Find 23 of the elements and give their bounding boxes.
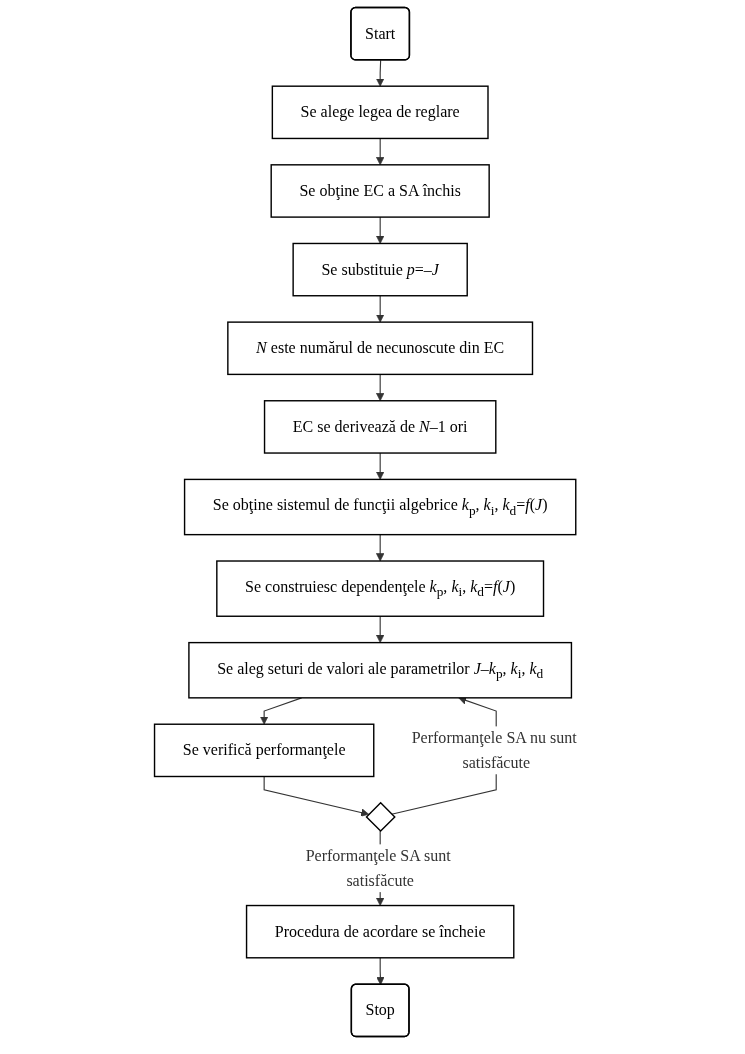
- arrow: [376, 957, 385, 985]
- node-box: N este numărul de necunoscute din EC: [227, 321, 534, 376]
- arrow: [376, 59, 385, 87]
- arrow: [376, 295, 385, 323]
- edge-label: Performanţele SA nu sunt satisfăcute: [411, 729, 577, 772]
- arrow: [376, 615, 385, 643]
- node-box: Se verifică performanţele: [153, 723, 375, 778]
- arrow: [376, 452, 385, 480]
- node-box: Se obţine EC a SA închis: [270, 164, 490, 218]
- node-box: Se construiesc dependenţele k$_{p}$, k$_{i}$, k$_{d}$=f(J): [216, 560, 545, 617]
- node-box: Se obţine sistemul de funcţii algebrice k$_{p}$, k$_{i}$, k$_{d}$=f(J): [183, 478, 577, 536]
- node-diamond: [365, 801, 396, 833]
- arrow: [376, 534, 385, 562]
- edge-label: Performanţele SA sunt satisfăcute: [305, 847, 451, 890]
- arrow: [263, 775, 370, 817]
- arrow: [376, 137, 385, 166]
- node-box: Se alege legea de reglare: [271, 85, 489, 140]
- node-box: Se aleg seturi de valori ale parametrilor J–k$_{p}$, k$_{i}$, k$_{d}$: [188, 641, 573, 699]
- arrow: [376, 373, 385, 402]
- node-box: EC se derivează de N–1 ori: [263, 400, 497, 454]
- arrow: [376, 216, 385, 244]
- node-box: Se substituie p=–J: [292, 242, 468, 297]
- node-box: Procedura de acordare se încheie: [245, 904, 515, 959]
